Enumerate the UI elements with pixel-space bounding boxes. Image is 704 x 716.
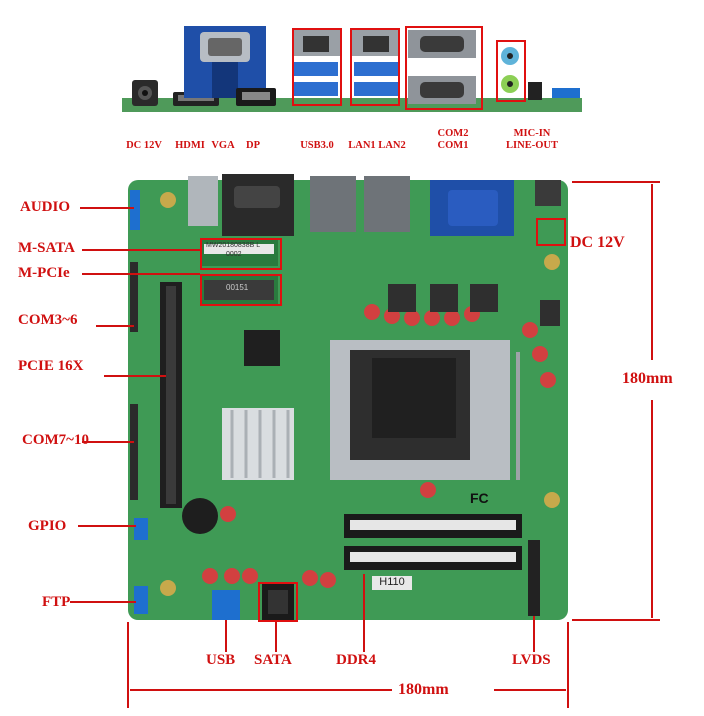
com7-10-header <box>130 404 138 500</box>
label-com3-6: COM3~6 <box>18 312 78 328</box>
label-com7-10: COM7~10 <box>22 432 89 448</box>
label-vga: VGA <box>211 140 235 151</box>
dimension-height: 180mm <box>622 370 673 387</box>
com3-6-header <box>130 262 138 332</box>
board-audio-jack <box>188 176 218 226</box>
msata-highlight <box>200 238 282 270</box>
label-lan: LAN1 LAN2 <box>348 140 406 151</box>
label-usb: USB <box>206 652 236 668</box>
chipset-label: H110 <box>372 576 412 590</box>
board-dc-jack <box>535 180 561 206</box>
label-mic-in: MIC-IN <box>513 128 551 139</box>
fc-mark: FC <box>470 490 489 506</box>
audio-header <box>130 190 140 230</box>
super-io-chip <box>244 330 280 366</box>
label-line-out: LINE-OUT <box>506 140 558 151</box>
label-msata: M-SATA <box>18 240 75 256</box>
ftp-header <box>134 586 148 614</box>
label-gpio: GPIO <box>28 518 67 534</box>
lan-highlight <box>350 28 400 106</box>
msata-sticker-text: MW20180838B L <box>206 242 261 249</box>
label-audio: AUDIO <box>20 199 71 215</box>
gpio-header <box>134 518 148 540</box>
label-dp: DP <box>246 140 260 151</box>
chipset-heatsink <box>222 408 294 480</box>
sata-highlight <box>258 582 298 622</box>
dimension-width: 180mm <box>398 681 449 698</box>
lvds-header <box>528 540 540 616</box>
label-sata: SATA <box>254 652 292 668</box>
dc-12v-highlight <box>536 218 566 246</box>
label-ddr4: DDR4 <box>336 652 376 668</box>
label-com1: COM1 <box>437 140 469 151</box>
board-lan1-stack <box>310 176 356 232</box>
mpcie-highlight <box>200 274 282 306</box>
usb-header <box>212 590 240 620</box>
buzzer <box>182 498 218 534</box>
label-dc-12v-right: DC 12V <box>570 234 625 251</box>
label-usb30: USB3.0 <box>300 140 334 151</box>
label-dc-12v-top: DC 12V <box>126 140 162 151</box>
audio-jack-highlight <box>496 40 526 102</box>
msata-sticker-text-2: 0002 <box>226 251 242 258</box>
mpcie-sticker-text: 00151 <box>226 283 249 292</box>
label-ftp: FTP <box>42 594 71 610</box>
usb30-port <box>294 62 338 76</box>
com-highlight <box>405 26 483 110</box>
board-lan2-stack <box>364 176 410 232</box>
usb30-highlight <box>292 28 342 106</box>
label-mpcie: M-PCIe <box>18 265 70 281</box>
label-pcie16x: PCIE 16X <box>18 358 84 374</box>
label-hdmi: HDMI <box>175 140 205 151</box>
label-lvds: LVDS <box>512 652 551 668</box>
label-com2: COM2 <box>437 128 469 139</box>
